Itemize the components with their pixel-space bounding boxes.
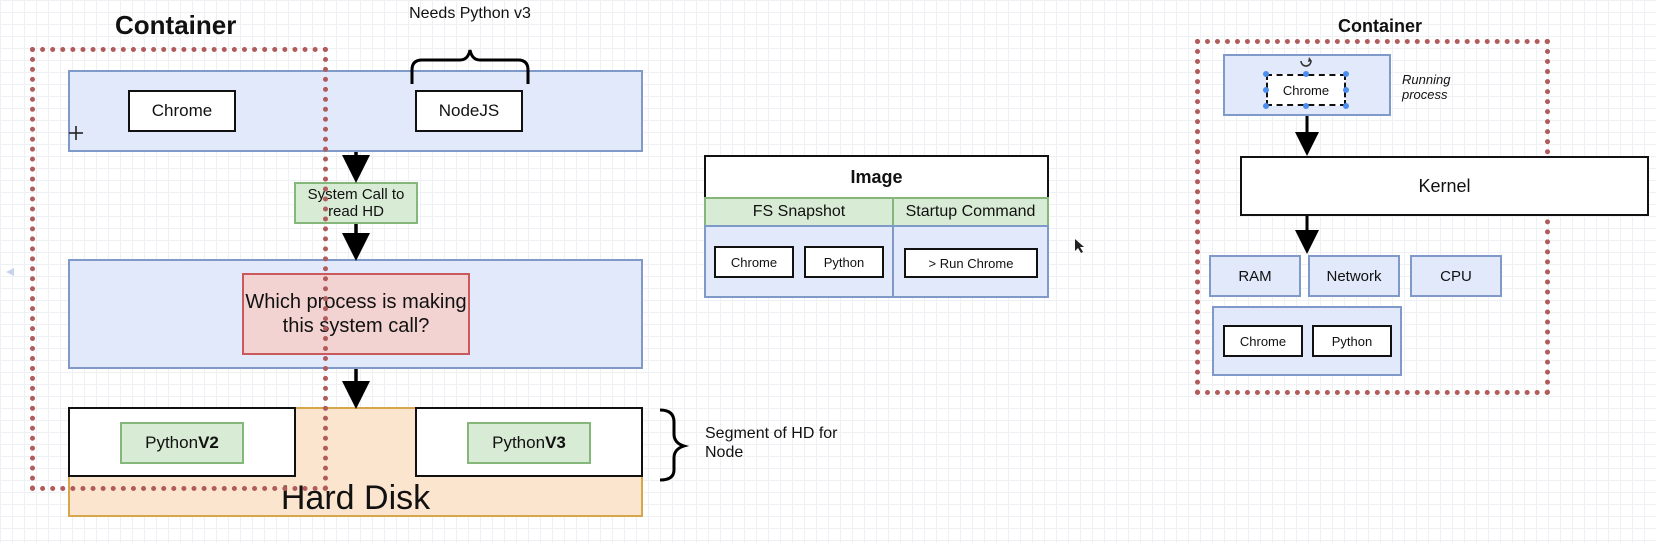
move-cursor-icon xyxy=(69,126,83,140)
container-label-right: Container xyxy=(1337,16,1422,36)
chrome-process-box[interactable]: Chrome xyxy=(128,90,236,132)
fs-snapshot-header: FS Snapshot xyxy=(704,197,894,227)
python-v2-box[interactable]: Python V2 xyxy=(120,422,244,464)
container-boundary-left[interactable] xyxy=(30,47,328,491)
segment-brace xyxy=(659,408,690,482)
python-v3-prefix: Python xyxy=(492,433,546,452)
selection-handles xyxy=(1263,71,1349,109)
which-process-box[interactable]: Which process is making this system call… xyxy=(242,273,470,355)
python-v3-box[interactable]: Python V3 xyxy=(467,422,591,464)
network-box[interactable]: Network xyxy=(1308,255,1400,297)
container-boundary-right[interactable] xyxy=(1195,39,1550,395)
cpu-box[interactable]: CPU xyxy=(1410,255,1502,297)
image-python-box[interactable]: Python xyxy=(804,246,884,278)
system-call-box[interactable]: System Call to read HD xyxy=(294,182,418,224)
python-v2-prefix: Python xyxy=(145,433,199,452)
needs-python-label: Needs Python v3 xyxy=(409,5,531,22)
ram-box[interactable]: RAM xyxy=(1209,255,1301,297)
mouse-cursor-icon xyxy=(1075,239,1084,253)
rotate-handle-icon xyxy=(1300,57,1312,67)
nodejs-process-box[interactable]: NodeJS xyxy=(415,90,523,132)
hard-disk-label: Hard Disk xyxy=(280,478,431,517)
needs-python-brace xyxy=(410,49,530,84)
process-layer-box[interactable] xyxy=(68,70,643,152)
python-v3-version: V3 xyxy=(545,433,566,452)
hd-chrome-box[interactable]: Chrome xyxy=(1223,325,1303,357)
image-chrome-box[interactable]: Chrome xyxy=(714,246,794,278)
kernel-box[interactable]: Kernel xyxy=(1240,156,1649,216)
container-label-left: Container xyxy=(115,10,237,40)
segment-of-hd-label: Segment of HD for Node xyxy=(705,425,838,461)
run-chrome-box[interactable]: > Run Chrome xyxy=(904,248,1038,278)
hd-python-box[interactable]: Python xyxy=(1312,325,1392,357)
python-v2-version: V2 xyxy=(198,433,219,452)
running-process-label: Running process xyxy=(1402,72,1451,102)
left-edge-arrow-icon xyxy=(6,268,14,276)
